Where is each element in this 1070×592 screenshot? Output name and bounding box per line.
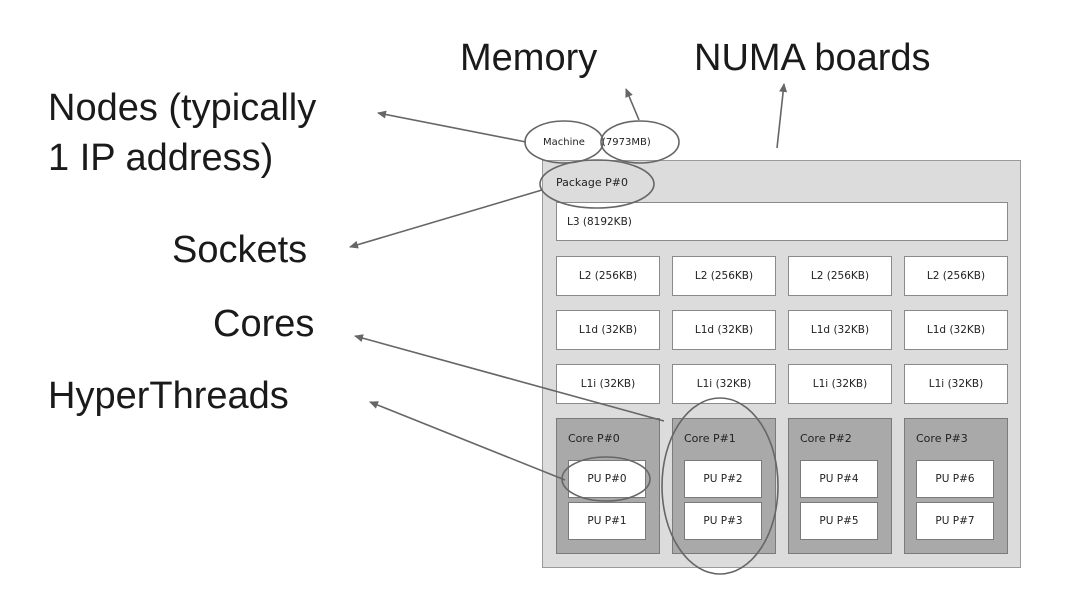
l1i-cache: L1i (32KB) xyxy=(904,364,1008,404)
memory-ellipse xyxy=(600,120,680,164)
core-ellipse xyxy=(661,397,779,575)
pu-box: PU P#6 xyxy=(916,460,994,498)
l1d-cache: L1d (32KB) xyxy=(672,310,776,350)
arrow-hyperthreads xyxy=(369,401,566,481)
cores-annotation: Cores xyxy=(213,303,315,345)
l1i-cache: L1i (32KB) xyxy=(672,364,776,404)
core-label-1: Core P#1 xyxy=(684,432,736,445)
arrow-sockets xyxy=(349,189,543,249)
memory-label: (7973MB) xyxy=(602,137,651,148)
pu-box: PU P#0 xyxy=(568,460,646,498)
arrow-nodes xyxy=(377,110,527,143)
package-ellipse xyxy=(539,159,655,209)
pu-box: PU P#3 xyxy=(684,502,762,540)
pu-box: PU P#5 xyxy=(800,502,878,540)
nodes-annotation-line2: 1 IP address) xyxy=(48,137,274,179)
arrow-numa xyxy=(776,83,788,149)
l2-cache: L2 (256KB) xyxy=(904,256,1008,296)
memory-annotation: Memory xyxy=(460,37,598,79)
pu-ellipse xyxy=(561,456,651,502)
l1d-cache: L1d (32KB) xyxy=(904,310,1008,350)
numa-boards-annotation: NUMA boards xyxy=(694,37,931,79)
l2-cache: L2 (256KB) xyxy=(672,256,776,296)
pu-box: PU P#4 xyxy=(800,460,878,498)
arrow-memory xyxy=(625,88,640,121)
pu-box: PU P#7 xyxy=(916,502,994,540)
core-label-3: Core P#3 xyxy=(916,432,968,445)
l2-cache: L2 (256KB) xyxy=(788,256,892,296)
core-label-0: Core P#0 xyxy=(568,432,620,445)
l1i-cache: L1i (32KB) xyxy=(788,364,892,404)
package-label: Package P#0 xyxy=(556,176,628,189)
nodes-annotation-line1: Nodes (typically xyxy=(48,87,317,129)
arrow-cores xyxy=(354,334,665,422)
core-label-2: Core P#2 xyxy=(800,432,852,445)
machine-ellipse xyxy=(524,120,604,164)
sockets-annotation: Sockets xyxy=(172,229,308,271)
pu-box: PU P#1 xyxy=(568,502,646,540)
l3-cache: L3 (8192KB) xyxy=(556,202,1008,241)
pu-box: PU P#2 xyxy=(684,460,762,498)
l1d-cache: L1d (32KB) xyxy=(556,310,660,350)
l2-cache: L2 (256KB) xyxy=(556,256,660,296)
l1i-cache: L1i (32KB) xyxy=(556,364,660,404)
machine-label: Machine xyxy=(543,137,585,148)
l1d-cache: L1d (32KB) xyxy=(788,310,892,350)
hyperthreads-annotation: HyperThreads xyxy=(48,375,289,417)
